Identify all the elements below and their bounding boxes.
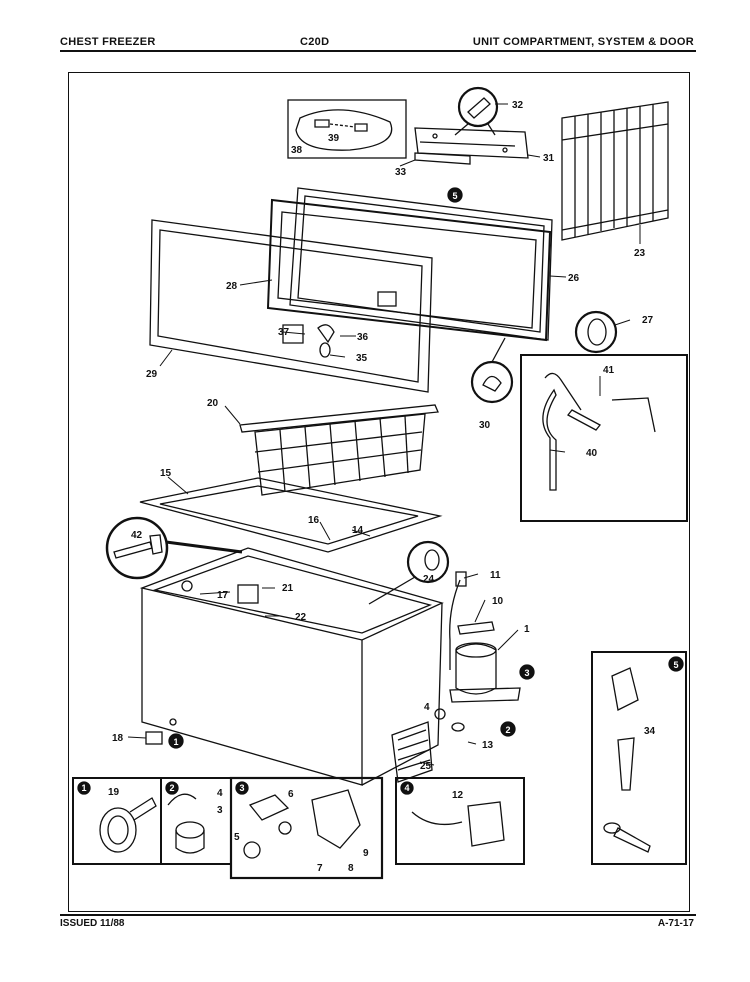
- magnifier-30: [470, 337, 514, 404]
- marker-1: 1: [173, 737, 178, 747]
- callout-12: 12: [452, 790, 464, 801]
- relay-10: [457, 621, 495, 635]
- wire-grille: [561, 101, 669, 241]
- callout-9: 9: [363, 848, 369, 859]
- footer-issued: ISSUED 11/88: [60, 918, 125, 929]
- magnifier-24: [368, 540, 450, 605]
- lid-gasket-28: [266, 198, 552, 342]
- callout-33: 33: [395, 167, 407, 178]
- box-marker-2: 2: [169, 783, 174, 793]
- callout-38: 38: [291, 145, 303, 156]
- box-marker-5: 5: [673, 660, 678, 670]
- callout-26: 26: [568, 273, 580, 284]
- detail-box-5: [591, 651, 687, 865]
- detail-box-4: [395, 777, 525, 865]
- header-rule: [60, 50, 696, 52]
- callout-8: 8: [348, 863, 354, 874]
- compressor: [449, 642, 521, 703]
- callout-25: 25: [420, 761, 432, 772]
- callout-36: 36: [357, 332, 369, 343]
- callout-4b: 4: [217, 788, 223, 799]
- callout-22: 22: [295, 612, 307, 623]
- footer-page-code: A-71-17: [657, 918, 694, 929]
- callout-14: 14: [352, 525, 364, 536]
- breaker-strip: [139, 477, 443, 553]
- hinge-bracket: [414, 127, 529, 165]
- callout-18: 18: [112, 733, 124, 744]
- callout-32: 32: [512, 100, 524, 111]
- callout-5: 5: [234, 832, 240, 843]
- callout-37: 37: [278, 327, 290, 338]
- callout-35: 35: [356, 353, 368, 364]
- callout-23: 23: [634, 248, 646, 259]
- callout-13: 13: [482, 740, 494, 751]
- cabinet: [139, 547, 444, 786]
- callout-39: 39: [328, 133, 340, 144]
- lock-detail-box: [520, 354, 688, 522]
- callout-34: 34: [644, 726, 656, 737]
- box-marker-4: 4: [404, 783, 409, 793]
- callout-6: 6: [288, 789, 294, 800]
- callout-40: 40: [586, 448, 598, 459]
- marker-2: 2: [505, 725, 510, 735]
- magnifier-42: [105, 516, 243, 580]
- wire-basket: [239, 404, 439, 496]
- circled-markers: 5 3 2 1 1 2 3 4 5: [77, 187, 684, 795]
- header-right-title: UNIT COMPARTMENT, SYSTEM & DOOR: [472, 36, 694, 48]
- light-parts-35-37: [282, 324, 335, 358]
- callout-21: 21: [282, 583, 294, 594]
- magnifier-32: [454, 86, 499, 136]
- gasket-detail-box: [287, 99, 407, 159]
- callout-42: 42: [131, 530, 143, 541]
- callout-30: 30: [479, 420, 491, 431]
- callout-1: 1: [524, 624, 530, 635]
- header-model: C20D: [300, 36, 330, 48]
- detail-box-3: [229, 776, 384, 880]
- callout-41: 41: [603, 365, 615, 376]
- magnifier-27: [574, 310, 618, 354]
- lid-outer-26: [289, 187, 553, 341]
- marker-3: 3: [524, 668, 529, 678]
- callout-29: 29: [146, 369, 158, 380]
- condenser-25: [391, 721, 433, 783]
- callout-17: 17: [217, 590, 229, 601]
- footer-rule: [60, 914, 696, 916]
- callout-7: 7: [317, 863, 323, 874]
- callout-16: 16: [308, 515, 320, 526]
- cord-11: [449, 571, 467, 670]
- box-marker-1: 1: [81, 783, 86, 793]
- lid-inner-29: [149, 219, 433, 393]
- callout-4: 4: [424, 702, 430, 713]
- callout-10: 10: [492, 596, 504, 607]
- callout-11: 11: [490, 570, 501, 581]
- callout-20: 20: [207, 398, 219, 409]
- drain-plug-13: [434, 708, 465, 732]
- marker-5: 5: [452, 191, 457, 201]
- callout-24: 24: [423, 574, 435, 585]
- box-marker-3: 3: [239, 783, 244, 793]
- callout-31: 31: [543, 153, 555, 164]
- callout-27: 27: [642, 315, 654, 326]
- callout-3: 3: [217, 805, 223, 816]
- header-left-title: CHEST FREEZER: [60, 36, 156, 48]
- callout-15: 15: [160, 468, 172, 479]
- callout-28: 28: [226, 281, 238, 292]
- callout-19: 19: [108, 787, 120, 798]
- leader-lines: [127, 103, 641, 766]
- callout-numbers: 32 31 33 23 26 28 27 37 36 35 29 41 20 3…: [108, 100, 656, 874]
- diagram-frame: [68, 72, 690, 912]
